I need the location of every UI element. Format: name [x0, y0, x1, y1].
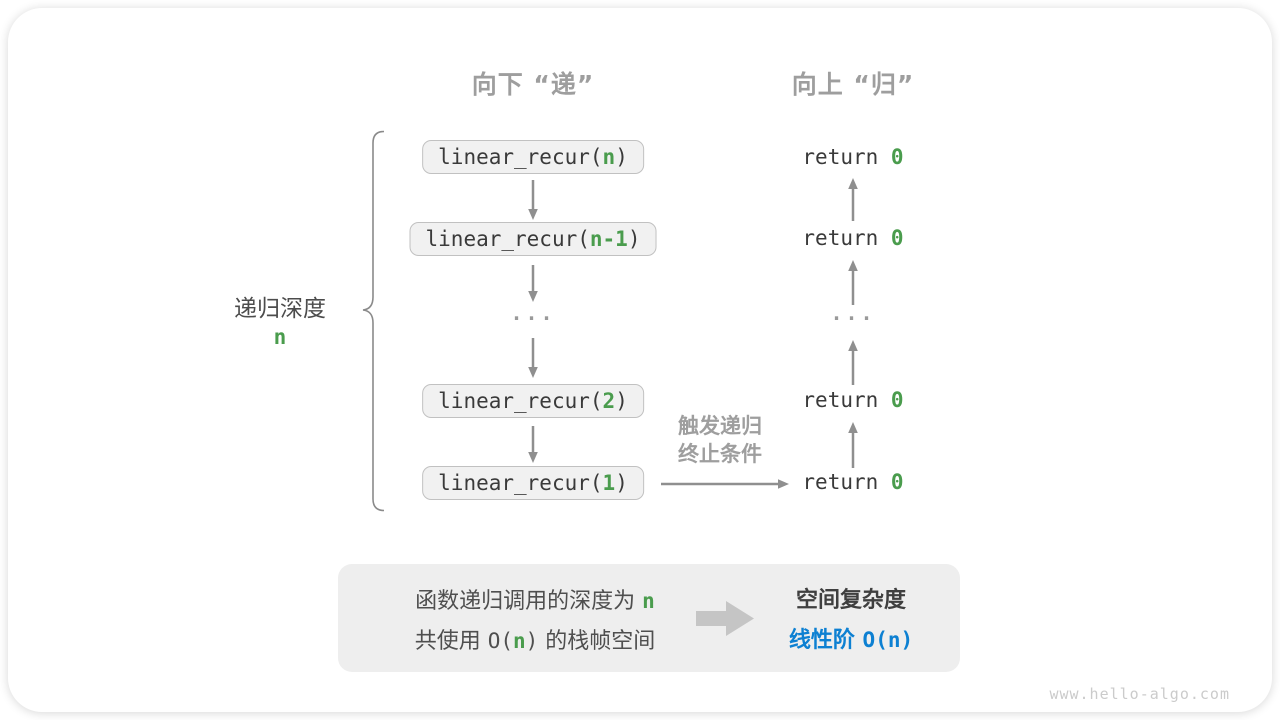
summary-big-o-close: ) [525, 629, 539, 653]
call-arg: 2 [602, 389, 616, 413]
summary-line2-n: n [512, 629, 526, 653]
up-arrow-icon [848, 340, 858, 385]
summary-left-text: 函数递归调用的深度为 n 共使用 O(n) 的栈帧空间 [345, 564, 725, 672]
call-box-2: linear_recur(2) [422, 384, 644, 418]
curly-brace-icon [362, 130, 385, 512]
summary-line-1: 函数递归调用的深度为 n [345, 583, 725, 615]
trigger-line-1: 触发递归 [678, 414, 762, 438]
recursion-depth-label: 递归深度 [234, 296, 326, 322]
diagram-card: 向下 “递” 向上 “归” 递归深度 n linear_recur(n) lin… [8, 8, 1272, 712]
header-ascend: 向上 “归” [791, 70, 915, 99]
summary-line2-text-a: 共使用 [414, 629, 488, 654]
right-arrow-icon [661, 479, 789, 489]
return-keyword: return [802, 388, 891, 412]
call-box-n: linear_recur(n) [422, 140, 644, 174]
summary-panel: 函数递归调用的深度为 n 共使用 O(n) 的栈帧空间 空间复杂度 线性阶 O(… [338, 564, 960, 672]
implies-block-arrow-icon [696, 601, 754, 636]
call-close: ) [615, 389, 628, 413]
space-complexity-title: 空间复杂度 [795, 588, 906, 613]
call-fn: linear_recur( [438, 471, 603, 495]
summary-line2-text-b: 的栈帧空间 [538, 629, 656, 654]
summary-line1-n: n [642, 589, 655, 613]
result-cjk: 线性阶 [788, 628, 863, 653]
ellipsis-ascend: ... [830, 301, 876, 325]
trigger-base-case-label: 触发递归 终止条件 [650, 412, 790, 468]
call-box-n-1: linear_recur(n-1) [409, 222, 657, 256]
return-value: 0 [890, 145, 904, 169]
return-keyword: return [802, 226, 891, 250]
call-close: ) [615, 471, 628, 495]
recursion-depth-value: n [273, 325, 287, 349]
down-arrow-icon [528, 180, 538, 220]
call-fn: linear_recur( [438, 145, 603, 169]
call-arg: n-1 [589, 227, 628, 251]
down-arrow-icon [528, 426, 538, 463]
up-arrow-icon [848, 422, 858, 468]
up-arrow-icon [848, 260, 858, 305]
down-arrow-icon [528, 338, 538, 378]
result-big-o: O(n) [862, 628, 914, 652]
call-fn: linear_recur( [438, 389, 603, 413]
call-fn: linear_recur( [425, 227, 590, 251]
call-arg: n [602, 145, 616, 169]
down-arrow-icon [528, 265, 538, 302]
return-value: 0 [890, 388, 904, 412]
return-line: return 0 [778, 226, 928, 250]
watermark-url: www.hello-algo.com [1049, 685, 1230, 703]
call-close: ) [627, 227, 641, 251]
header-descend: 向下 “递” [471, 70, 595, 99]
return-line: return 0 [778, 388, 928, 412]
return-keyword: return [802, 470, 891, 494]
summary-big-o-open: O( [487, 629, 513, 653]
trigger-line-2: 终止条件 [678, 442, 762, 466]
call-box-1: linear_recur(1) [422, 466, 644, 500]
up-arrow-icon [848, 178, 858, 221]
ellipsis-descend: ... [510, 301, 556, 325]
summary-line1-text: 函数递归调用的深度为 [415, 589, 643, 614]
return-value: 0 [890, 470, 904, 494]
return-line: return 0 [778, 470, 928, 494]
call-arg: 1 [602, 471, 616, 495]
summary-line-2: 共使用 O(n) 的栈帧空间 [345, 623, 725, 655]
return-value: 0 [890, 226, 904, 250]
return-keyword: return [802, 145, 891, 169]
call-close: ) [615, 145, 628, 169]
space-complexity-result: 线性阶 O(n) [738, 622, 964, 654]
return-line: return 0 [778, 145, 928, 169]
